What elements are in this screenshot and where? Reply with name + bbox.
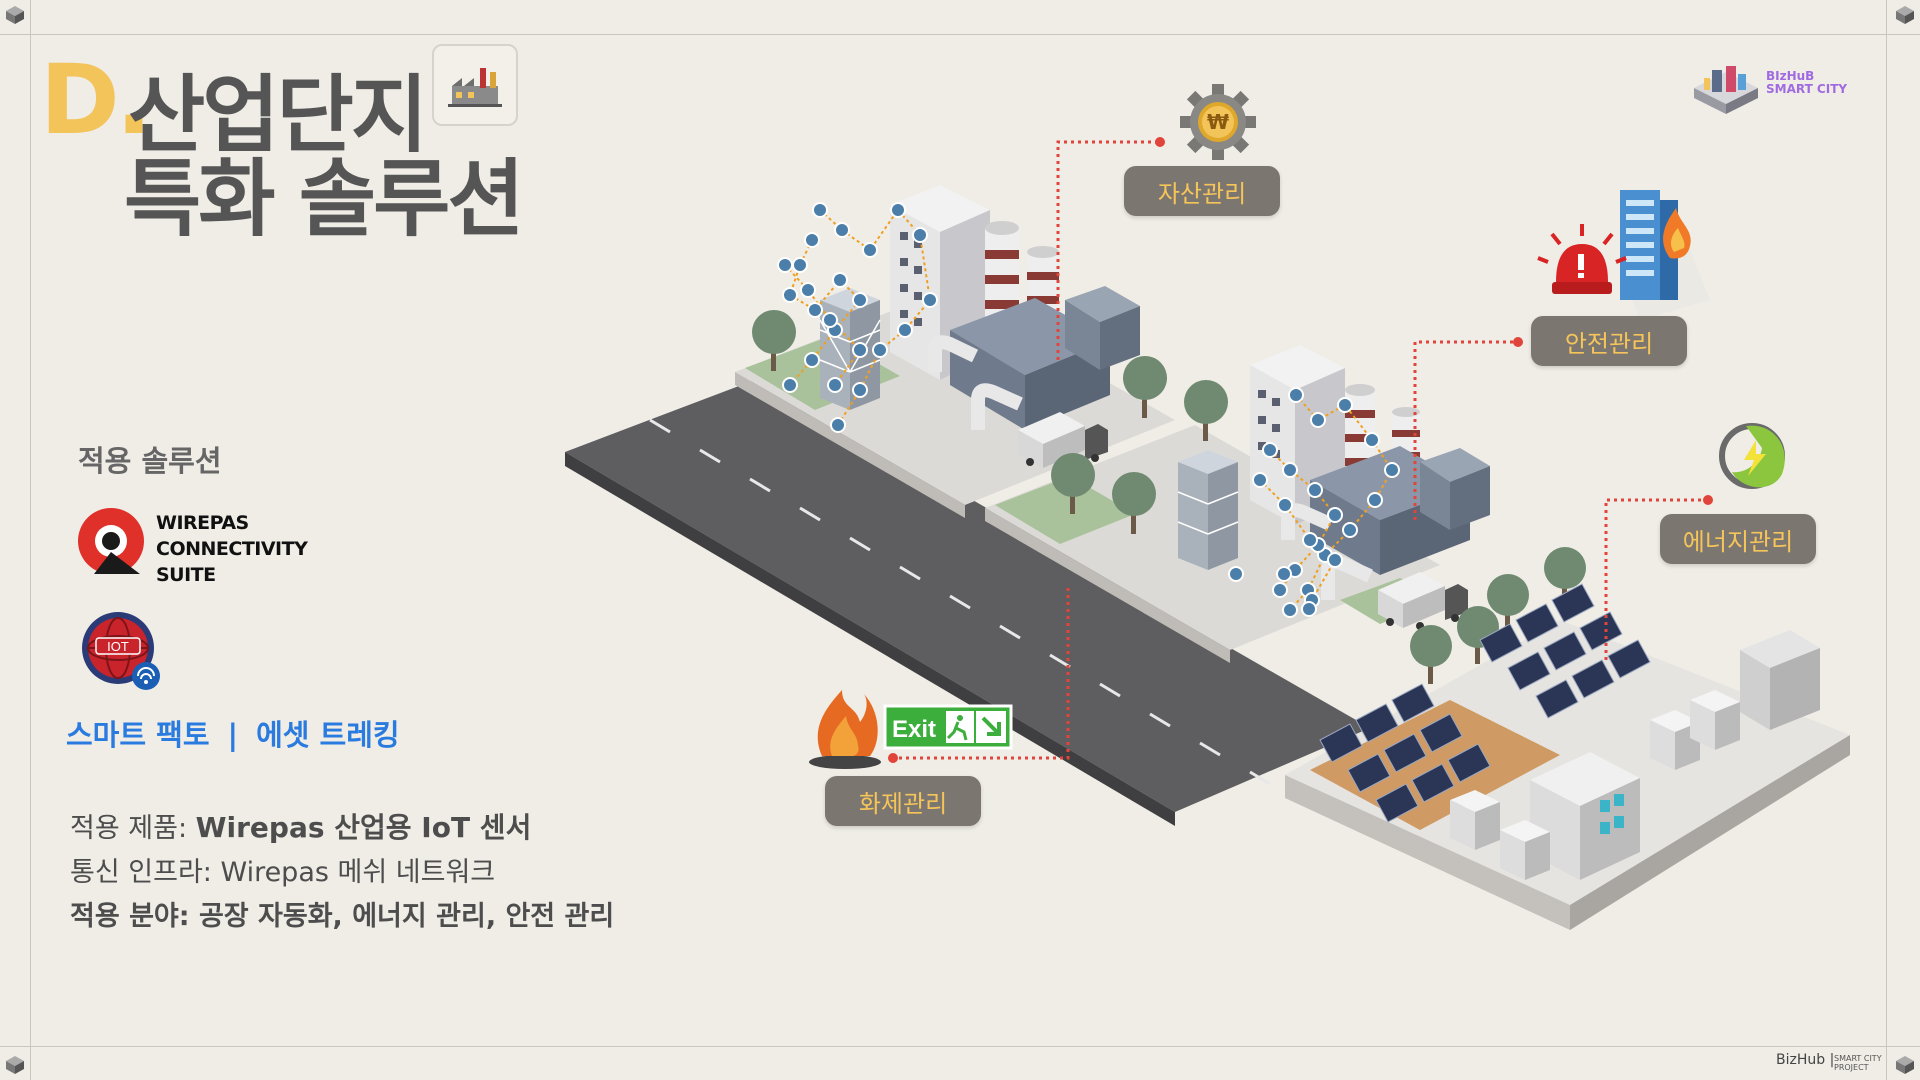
generators (1450, 630, 1820, 880)
truck-2 (1378, 572, 1468, 630)
alarm-building-icon (1537, 190, 1710, 320)
corner-cube-icon (1896, 6, 1914, 24)
wirepas-line-1: WIREPAS (156, 512, 249, 534)
road (565, 378, 1370, 812)
callout-fire-management: 화제관리 (825, 776, 981, 826)
frame-right-line (1886, 0, 1887, 1080)
spec-product: 적용 제품: Wirepas 산업용 IoT 센서 (70, 806, 531, 846)
callout-dots (888, 137, 1713, 763)
logo-line-2: SMART CITY (1766, 82, 1848, 96)
title-line-2: 특화 솔루션 (124, 150, 525, 248)
wirepas-line-3: SUITE (156, 564, 216, 586)
category-separator: | (227, 718, 239, 752)
footer-brand: BizHub | (1776, 1052, 1834, 1068)
wirepas-logo-icon (78, 508, 144, 574)
footer-brand-name: BizHub (1776, 1052, 1826, 1068)
corner-cube-icon (6, 1056, 24, 1074)
solution-section-label: 적용 솔루션 (78, 444, 222, 478)
logo-text: BIzHuB SMART CITY (1766, 70, 1847, 96)
factory-icon (432, 44, 518, 126)
bizhub-smartcity-logo: BIzHuB SMART CITY (1690, 58, 1847, 122)
corner-cube-icon (1896, 1056, 1914, 1074)
category-labels: 스마트 팩토 | 에셋 트레킹 (66, 712, 400, 754)
frame-left-line (30, 0, 31, 1080)
callout-energy-management: 에너지관리 (1660, 514, 1816, 564)
callout-lines (893, 140, 1708, 760)
corner-cube-icon (6, 6, 24, 24)
category-smart-factory: 스마트 팩토 (66, 718, 210, 752)
exit-sign-icon: Exit (883, 704, 1013, 750)
mesh-network-nodes (777, 202, 1400, 618)
road-lane-markings (649, 418, 1271, 786)
energy-leaf-icon (1719, 423, 1785, 489)
spec-fields: 적용 분야: 공장 자동화, 에너지 관리, 안전 관리 (70, 901, 615, 932)
spec-infra: 통신 인프라: Wirepas 메쉬 네트워크 (70, 857, 496, 888)
footer-project: SMART CITY PROJECT (1834, 1054, 1882, 1072)
footer-small-2: PROJECT (1834, 1063, 1869, 1072)
iot-badge-text: IOT (107, 639, 129, 654)
wirepas-line-2: CONNECTIVITY (156, 538, 308, 560)
callout-asset-management: 자산관리 (1124, 166, 1280, 216)
coin-symbol: ₩ (1207, 110, 1229, 134)
category-asset-tracking: 에셋 트레킹 (256, 718, 400, 752)
solar-panels (1319, 583, 1651, 823)
wirepas-text: WIREPAS CONNECTIVITY SUITE (156, 510, 308, 588)
exit-sign-text: Exit (892, 716, 936, 743)
spec-product-value: Wirepas 산업용 IoT 센서 (195, 811, 532, 844)
title-letter: D. (40, 44, 152, 156)
callout-safety-management: 안전관리 (1531, 316, 1687, 366)
fire-icon (809, 690, 881, 769)
iot-globe-icon: IOT (80, 610, 166, 698)
frame-top-line (0, 34, 1920, 35)
wirepas-logo: WIREPAS CONNECTIVITY SUITE (74, 504, 308, 586)
gear-coin-icon: ₩ (1180, 84, 1256, 160)
spec-product-label: 적용 제품: (70, 813, 188, 844)
tower-1 (819, 288, 881, 410)
title-line-1: 산업단지 (128, 66, 428, 164)
footer-separator: | (1829, 1052, 1835, 1068)
logo-line-1: BIzHuB (1766, 69, 1815, 83)
frame-bottom-line (0, 1046, 1920, 1047)
footer-small-1: SMART CITY (1834, 1054, 1882, 1063)
logo-city-icon (1694, 66, 1758, 114)
tower-2 (1177, 450, 1239, 570)
